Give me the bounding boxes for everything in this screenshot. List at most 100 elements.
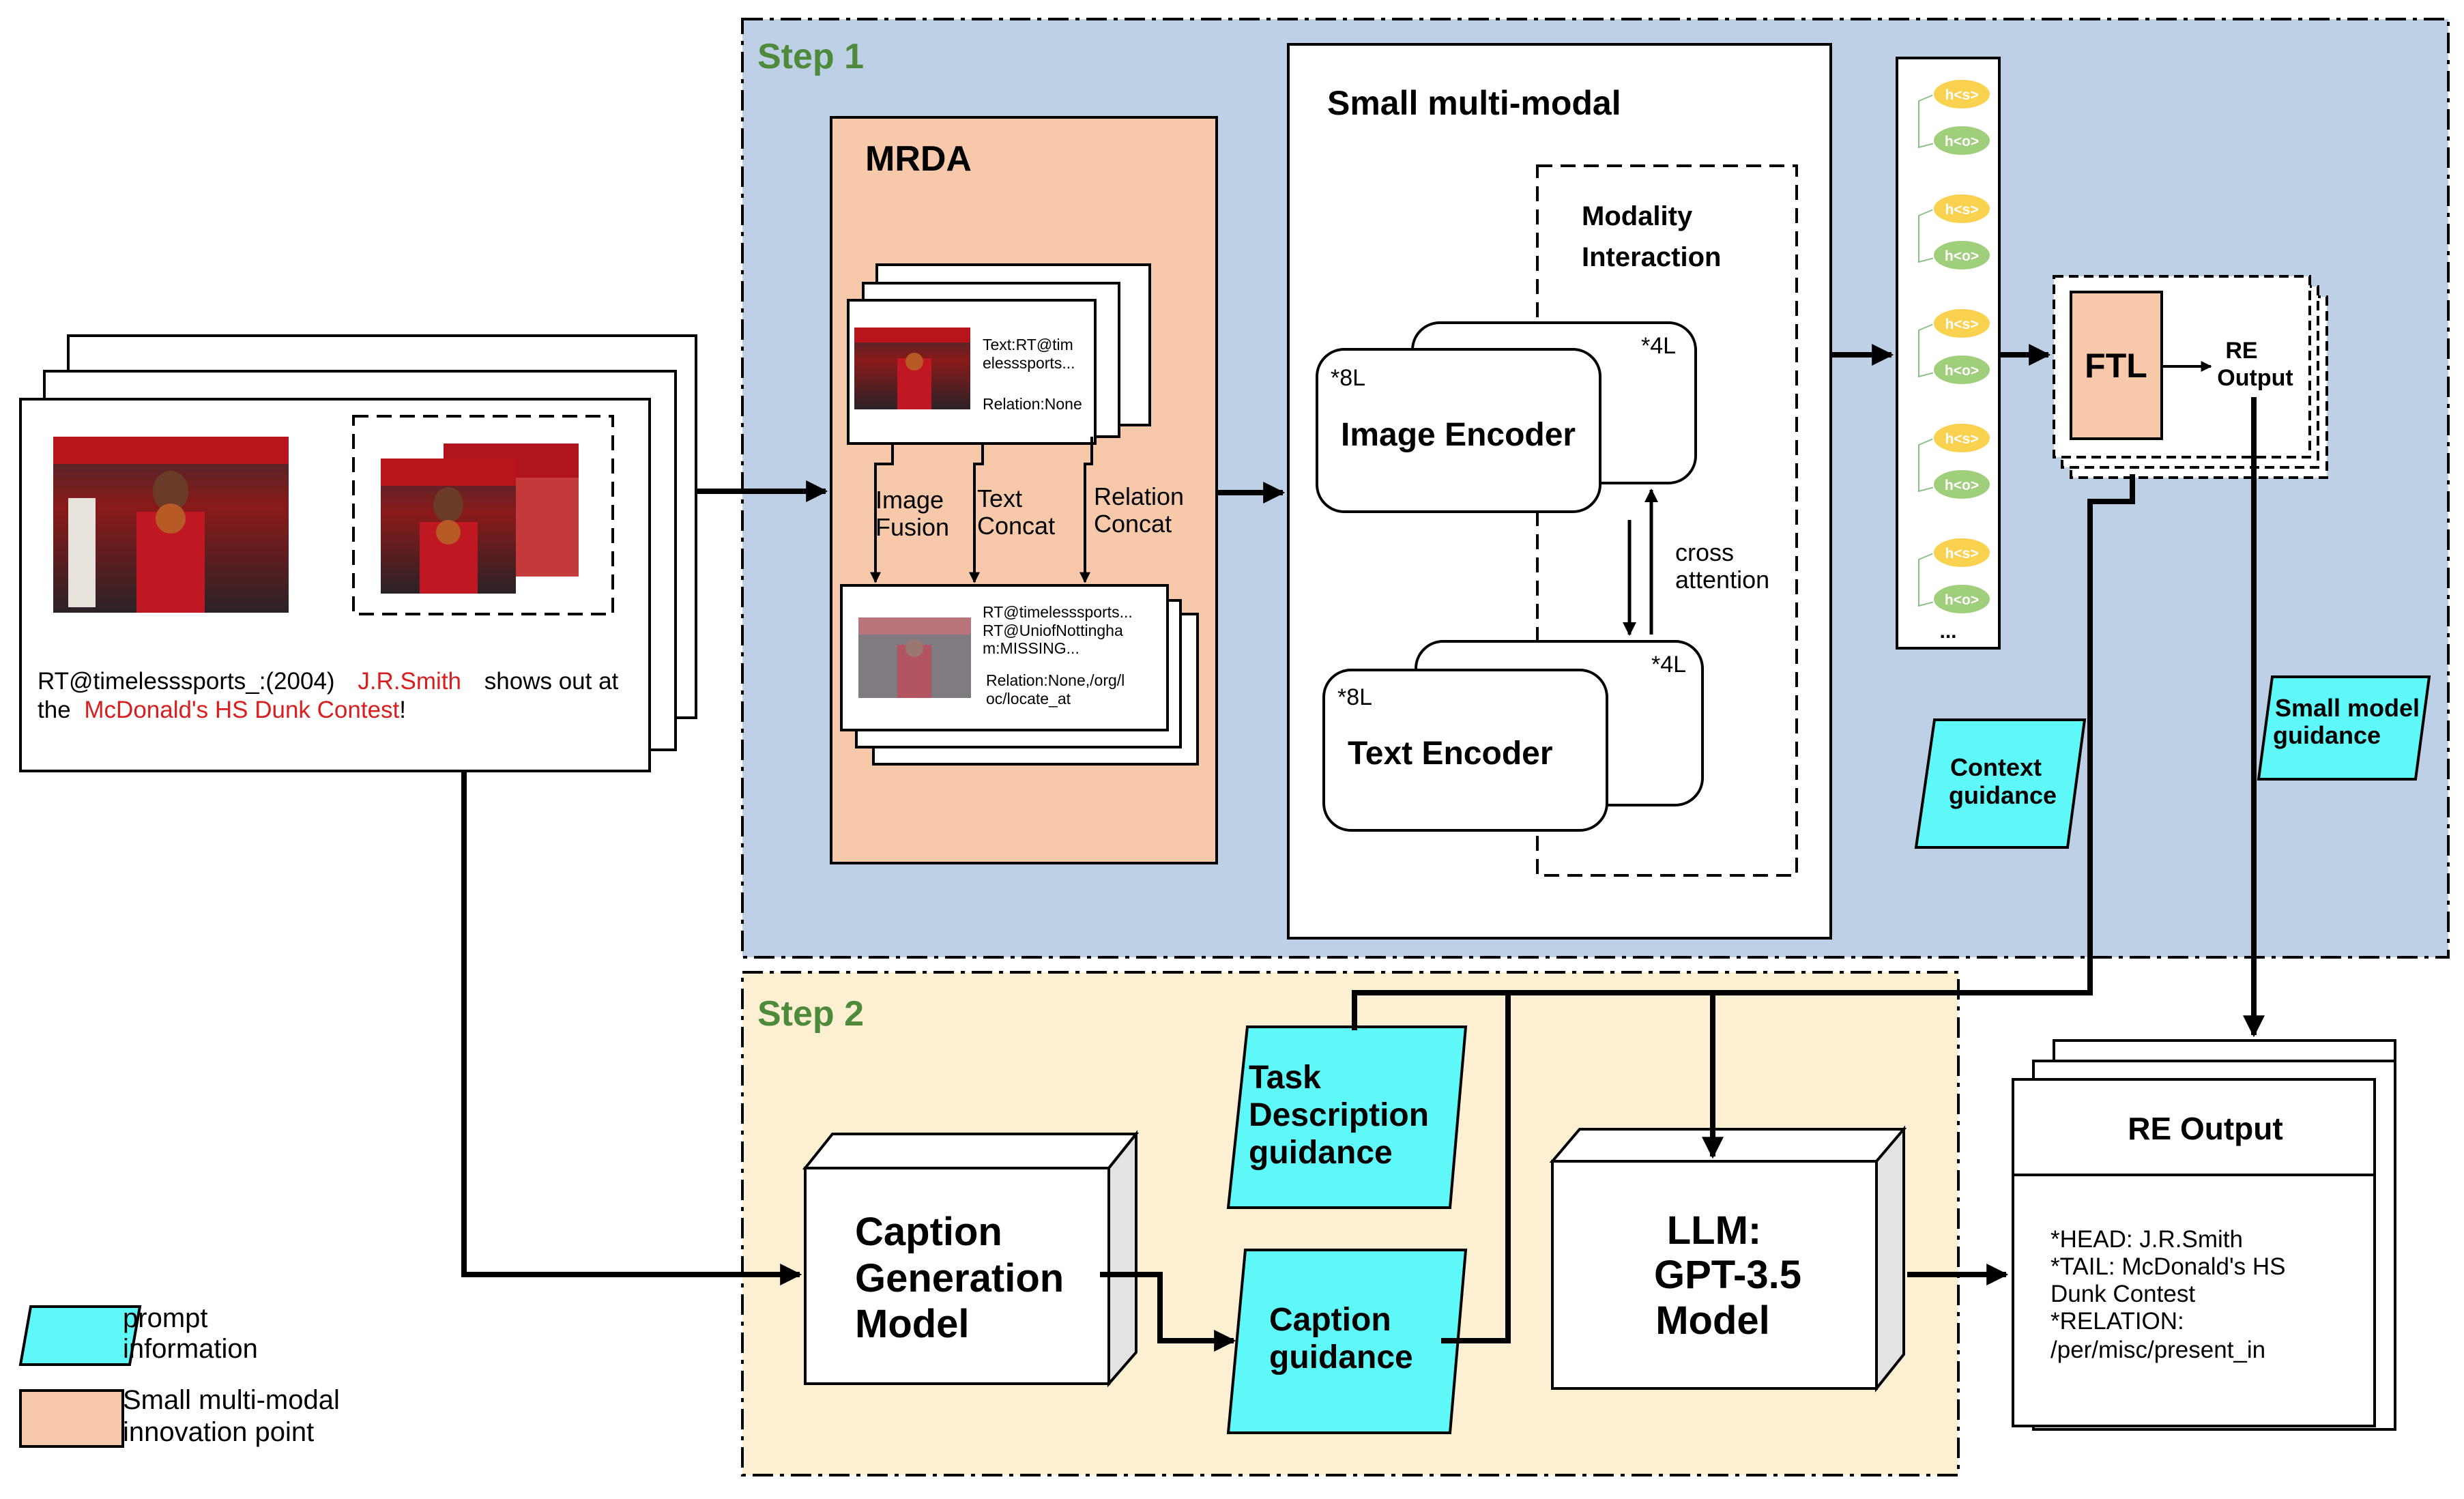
llm-label-3: Model	[1655, 1298, 1770, 1343]
task-guidance-1: Task	[1249, 1060, 1321, 1096]
cross-attention-2: attention	[1675, 566, 1769, 594]
token-head-label: h<s>	[1945, 431, 1978, 447]
caption-guidance-2: guidance	[1269, 1339, 1413, 1376]
op-image-fusion-2: Fusion	[875, 513, 949, 541]
text-encoder-4l: *4L	[1651, 652, 1686, 678]
small-mm-title: Small multi-modal	[1327, 84, 1621, 122]
token-tail-bubble	[1932, 125, 1991, 156]
tweet-middle: shows out at	[484, 668, 619, 695]
token-head-bubble	[1932, 308, 1991, 339]
modality-interaction-2: Interaction	[1582, 242, 1721, 272]
llm-model: LLM: GPT-3.5 Model	[1549, 1125, 1907, 1393]
step1-title: Step 1	[757, 37, 864, 76]
step2-title: Step 2	[757, 994, 864, 1034]
legend: prompt information Small multi-modal inn…	[18, 1303, 340, 1448]
op-relation-concat-2: Concat	[1094, 510, 1172, 538]
mrda-aug-text-1: RT@timelesssports...	[983, 603, 1133, 621]
small-model-guidance: Small model guidance	[2257, 675, 2431, 781]
op-text-concat-2: Concat	[977, 512, 1055, 540]
llm-label-1: LLM:	[1667, 1208, 1762, 1253]
mrda-aug-text-3: m:MISSING...	[983, 639, 1079, 657]
image-encoder-4l: *4L	[1641, 333, 1676, 359]
token-head-label: h<s>	[1945, 317, 1978, 332]
re-output-tail: *TAIL: McDonald's HS	[2050, 1253, 2285, 1280]
mrda-card-photo	[854, 328, 970, 409]
llm-label-2: GPT-3.5	[1654, 1253, 1801, 1297]
mrda-aug-text-2: RT@UniofNottingha	[983, 622, 1123, 639]
caption-model-2: Generation	[855, 1256, 1064, 1300]
token-head-bubble	[1932, 78, 1991, 110]
modality-interaction-1: Modality	[1582, 201, 1693, 231]
re-output-relation: *RELATION:	[2050, 1308, 2184, 1335]
token-head-bubble	[1932, 193, 1991, 224]
context-guidance-2: guidance	[1949, 781, 2057, 809]
legend-prompt-1: prompt	[123, 1303, 208, 1333]
tweet-line2-prefix: the	[38, 697, 71, 723]
caption-model-3: Model	[855, 1302, 970, 1346]
small-multimodal-box: Small multi-modal Modality Interaction *…	[1287, 43, 1832, 940]
token-tail-bubble	[1932, 583, 1991, 615]
mrda-card-relation: Relation:None	[983, 395, 1082, 413]
legend-innovation-1: Small multi-modal	[123, 1385, 340, 1415]
re-output-head: *HEAD: J.R.Smith	[2050, 1226, 2243, 1253]
token-column: h<s>h<o>h<s>h<o>h<s>h<o>h<s>h<o>h<s>h<o>…	[1896, 57, 2001, 650]
connectors	[461, 344, 2265, 1352]
context-guidance-1: Context	[1950, 753, 2042, 781]
small-model-guidance-2: guidance	[2273, 721, 2381, 749]
caption-generation-model: Caption Generation Model	[802, 1130, 1140, 1388]
task-description-guidance: Task Description guidance	[1226, 1025, 1468, 1209]
text-concat-arrow	[969, 445, 984, 583]
caption-model-to-guidance-arrow	[1100, 1272, 1236, 1352]
image-fusion-arrow	[870, 445, 894, 583]
input-augmented-photo	[381, 443, 579, 594]
op-image-fusion-1: Image	[875, 486, 944, 514]
text-encoder-block	[1322, 669, 1608, 832]
caption-guidance-1: Caption	[1269, 1302, 1391, 1338]
token-head-bubble	[1932, 537, 1991, 568]
relation-concat-arrow	[1079, 437, 1093, 583]
token-tail-bubble	[1932, 469, 1991, 500]
re-output-relation-value: /per/misc/present_in	[2050, 1337, 2265, 1363]
token-tail-bubble	[1932, 354, 1991, 385]
token-tail-bubble	[1932, 239, 1991, 271]
tweet-suffix: !	[399, 697, 406, 723]
op-relation-concat-1: Relation	[1094, 482, 1184, 510]
mrda-aug-relation-1: Relation:None,/org/l	[986, 671, 1125, 689]
context-guidance: Context guidance	[1914, 718, 2087, 849]
mrda-aug-relation-2: oc/locate_at	[986, 690, 1071, 708]
tweet-tail-entity: McDonald's HS Dunk Contest	[84, 697, 399, 723]
caption-model-1: Caption	[855, 1210, 1002, 1254]
ftl-block	[2070, 291, 2163, 440]
re-output-tail-cont: Dunk Contest	[2050, 1281, 2195, 1307]
tweet-prefix: RT@timelesssports_:(2004)	[38, 668, 335, 695]
ftl-re-output-2: Output	[2217, 365, 2293, 391]
legend-innovation-2: innovation point	[123, 1417, 314, 1447]
re-output-stack: RE Output *HEAD: J.R.Smith *TAIL: McDona…	[2012, 1039, 2396, 1431]
legend-prompt-2: information	[123, 1334, 258, 1364]
token-ellipsis: ...	[1939, 620, 1956, 643]
image-encoder-8l: *8L	[1331, 365, 1365, 391]
token-head-label: h<s>	[1945, 546, 1978, 562]
text-encoder-label: Text Encoder	[1348, 736, 1553, 772]
token-head-label: h<s>	[1945, 87, 1978, 103]
image-encoder-label: Image Encoder	[1341, 417, 1576, 453]
ftl-module: FTL RE Output	[2053, 275, 2328, 479]
ftl-label: FTL	[2085, 347, 2147, 385]
legend-prompt-swatch	[18, 1305, 142, 1366]
token-tail-label: h<o>	[1945, 478, 1979, 493]
text-encoder-8l: *8L	[1337, 684, 1372, 710]
op-text-concat-1: Text	[977, 484, 1022, 512]
ftl-re-output-1: RE	[2225, 338, 2257, 364]
task-guidance-3: guidance	[1249, 1135, 1393, 1171]
re-output-title: RE Output	[2128, 1111, 2282, 1146]
token-tail-label: h<o>	[1945, 248, 1979, 264]
token-head-label: h<s>	[1945, 202, 1978, 218]
legend-innovation-swatch	[19, 1389, 124, 1448]
small-model-guidance-1: Small model	[2275, 694, 2420, 722]
mrda-card-text-2: elesssports...	[983, 354, 1075, 372]
context-guidance-link	[1352, 474, 2135, 1030]
token-head-bubble	[1932, 422, 1991, 454]
token-tail-label: h<o>	[1945, 134, 1979, 149]
caption-guidance-link	[1441, 993, 1511, 1343]
